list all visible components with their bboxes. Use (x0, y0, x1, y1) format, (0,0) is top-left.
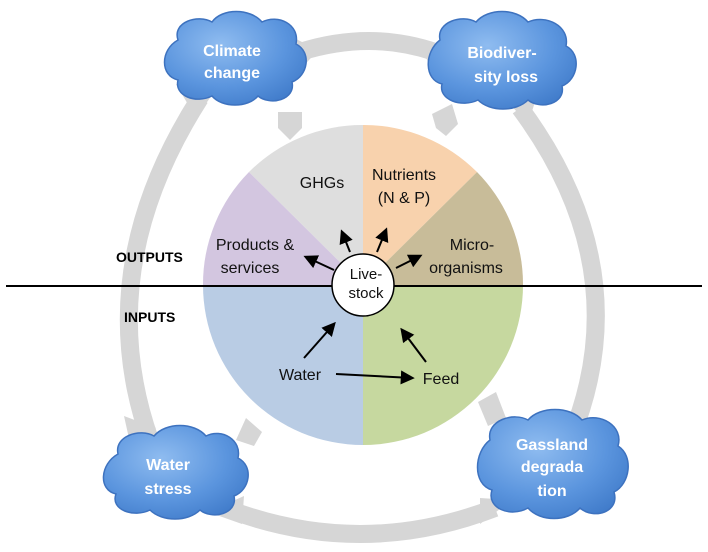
cloud-climate-change: Climate change (163, 10, 307, 106)
climate-change-line1: Climate (203, 43, 261, 60)
slice-ghgs (249, 124, 363, 286)
cloud-biodiversity-loss: Biodiver- sity loss (427, 10, 577, 110)
grassland-degradation-line1: Gassland (516, 437, 588, 454)
microorganisms-label-line2: organisms (429, 260, 503, 277)
ghgs-label: GHGs (300, 175, 344, 192)
arrow-to-products (303, 255, 335, 271)
feed-label: Feed (423, 371, 459, 388)
outputs-label: OUTPUTS (116, 249, 183, 265)
arrow-feed-to-livestock (400, 327, 427, 363)
slice-water (203, 285, 363, 445)
arrow-to-nutrients (375, 227, 389, 253)
water-stress-line2: stress (144, 481, 191, 498)
products-label-line1: Products & (216, 237, 295, 254)
arrow-to-microorganisms (395, 254, 423, 269)
biodiversity-loss-line2: sity loss (474, 69, 538, 86)
cloud-grassland-degradation: Gassland degrada tion (476, 408, 629, 520)
biodiversity-loss-line1: Biodiver- (467, 45, 536, 62)
slice-microorganisms (363, 172, 524, 285)
cloud-water-stress: Water stress (102, 424, 249, 520)
arc-top (297, 32, 438, 61)
arc-right (512, 102, 605, 444)
arrow-to-biodiversity (432, 104, 458, 136)
arrow-to-climate (278, 112, 302, 140)
inputs-label: INPUTS (124, 309, 175, 325)
arrow-water-to-livestock (303, 321, 336, 359)
products-label-line2: services (221, 260, 280, 277)
outer-cycle-arrows (119, 32, 605, 543)
climate-change-line2: change (204, 65, 260, 82)
microorganisms-label-line1: Micro- (450, 237, 494, 254)
livestock-label-line1: Live- (350, 266, 383, 283)
slice-products (202, 172, 363, 285)
livestock-circle (331, 253, 395, 317)
nutrients-label-line1: Nutrients (372, 167, 436, 184)
livestock-label-line2: stock (348, 285, 384, 302)
pie-to-cloud-arrows (236, 104, 506, 446)
arrow-water-to-feed (335, 370, 415, 385)
grassland-degradation-line2: degrada (521, 459, 583, 476)
slice-feed (363, 285, 523, 445)
arrow-to-ghgs (339, 229, 353, 253)
nutrients-label-line2: (N & P) (378, 190, 430, 207)
arrow-to-water-stress (236, 418, 262, 446)
flow-arrows (303, 227, 427, 385)
water-stress-line1: Water (146, 457, 190, 474)
grassland-degradation-line3: tion (537, 483, 566, 500)
arrow-to-grassland (478, 392, 506, 426)
central-pie (202, 124, 524, 445)
arc-bottom (221, 499, 499, 543)
arc-left (119, 93, 208, 443)
water-label: Water (279, 367, 322, 384)
slice-nutrients (363, 124, 477, 286)
